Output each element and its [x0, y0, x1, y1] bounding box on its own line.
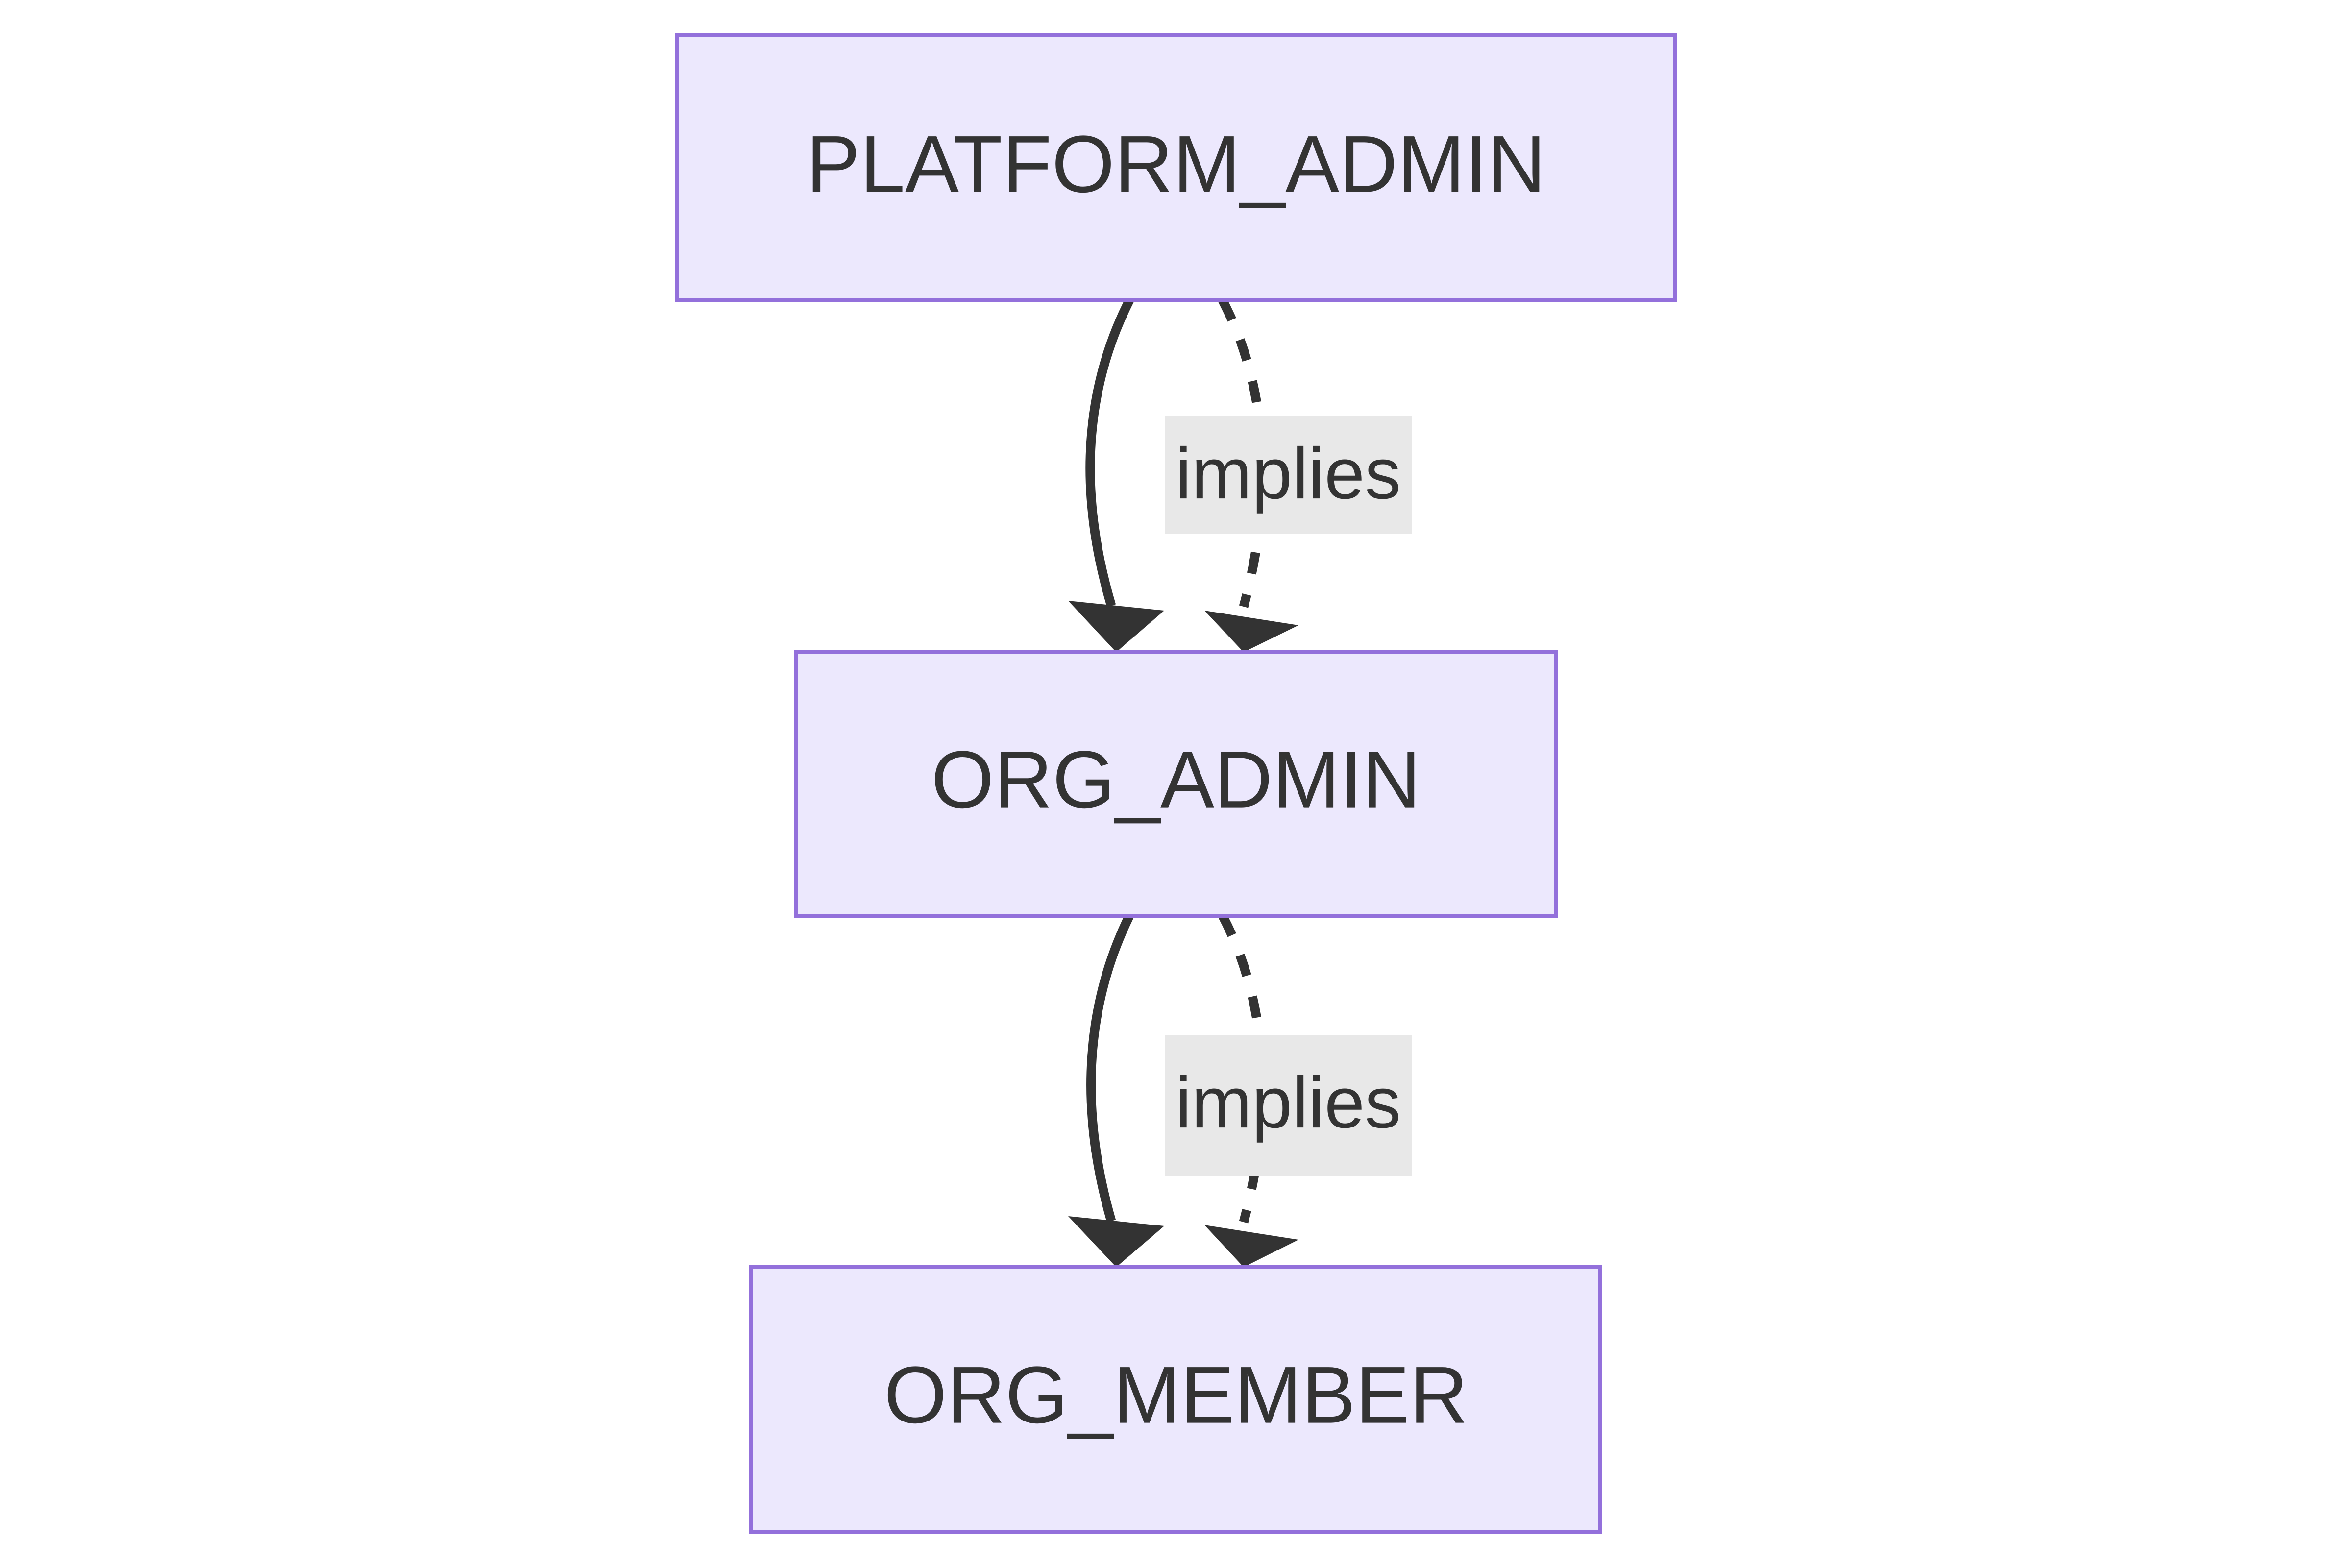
arrowhead-dashed-upper [1204, 611, 1298, 652]
node-org-admin-label: ORG_ADMIN [931, 735, 1421, 825]
node-org-member-box[interactable] [749, 1265, 1602, 1534]
edge-label-text-upper: implies [1176, 433, 1401, 514]
edge-line-solid-upper [1085, 298, 1134, 607]
edge-label-text-lower: implies [1176, 1062, 1401, 1143]
node-platform-admin[interactable]: PLATFORM_ADMIN [675, 33, 1677, 302]
node-org-member-label: ORG_MEMBER [884, 1350, 1468, 1440]
arrowhead-solid-upper [1068, 601, 1164, 652]
arrowhead-solid-lower [1068, 1216, 1164, 1267]
edge-platform-admin-to-org-admin-solid[interactable] [1068, 298, 1164, 652]
edge-label-background-upper [1165, 416, 1412, 534]
node-org-member[interactable]: ORG_MEMBER [749, 1265, 1602, 1534]
label-implies-upper: implies [1165, 416, 1412, 534]
node-org-admin-box[interactable] [794, 650, 1558, 918]
node-platform-admin-box[interactable] [675, 33, 1677, 302]
label-implies-lower: implies [1165, 1035, 1412, 1176]
node-platform-admin-label: PLATFORM_ADMIN [806, 119, 1546, 209]
edge-line-solid-lower [1086, 913, 1134, 1223]
edge-label-background-lower [1165, 1035, 1412, 1176]
edge-org-admin-to-org-member-solid[interactable] [1068, 913, 1164, 1267]
arrowhead-dashed-lower [1204, 1225, 1298, 1267]
node-org-admin[interactable]: ORG_ADMIN [794, 650, 1558, 918]
